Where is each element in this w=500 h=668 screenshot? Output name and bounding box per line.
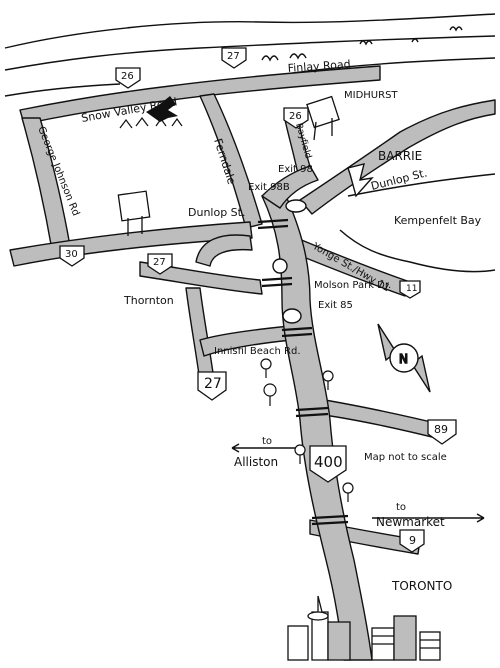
kempenfelt-bay-shore bbox=[339, 173, 496, 273]
label-alliston: Alliston bbox=[234, 455, 278, 469]
barrie-arrow-icon bbox=[347, 163, 374, 198]
svg-text:89: 89 bbox=[434, 423, 448, 436]
direction-arrows bbox=[231, 443, 485, 523]
svg-text:9: 9 bbox=[409, 534, 416, 547]
label-map-not-to-scale: Map not to scale bbox=[364, 452, 447, 463]
shield-hwy-26-right: 26 bbox=[283, 107, 309, 129]
toronto-skyline bbox=[287, 595, 441, 661]
label-newmarket: Newmarket bbox=[376, 515, 445, 529]
shield-hwy-27-mid: 27 bbox=[147, 253, 173, 275]
svg-text:27: 27 bbox=[204, 376, 222, 392]
label-barrie: BARRIE bbox=[378, 149, 422, 163]
highway-shields: 27 26 26 30 27 27 11 89 400 9 bbox=[59, 47, 457, 553]
label-finlay-road: Finlay Road bbox=[287, 58, 351, 75]
shield-hwy-89: 89 bbox=[427, 419, 457, 445]
label-dunlop-st-east: Dunlop St. bbox=[370, 166, 429, 193]
compass-icon: N bbox=[377, 323, 431, 393]
label-exit-98: Exit 98 bbox=[278, 164, 313, 175]
label-midhurst: MIDHURST bbox=[344, 90, 398, 101]
shield-hwy-11: 11 bbox=[399, 280, 421, 299]
svg-text:11: 11 bbox=[406, 284, 417, 294]
label-exit-98b: Exit 98B bbox=[248, 182, 290, 193]
shield-hwy-27-top: 27 bbox=[221, 47, 247, 69]
signboards bbox=[117, 95, 340, 236]
svg-text:30: 30 bbox=[65, 249, 78, 260]
label-innisfil-beach: Innisfil Beach Rd. bbox=[214, 346, 301, 357]
shield-hwy-27-low: 27 bbox=[197, 371, 227, 401]
svg-text:27: 27 bbox=[227, 51, 240, 62]
exit-loops bbox=[272, 199, 307, 324]
label-kempenfelt-bay: Kempenfelt Bay bbox=[394, 214, 482, 227]
arrow-left-icon bbox=[231, 443, 296, 453]
shield-hwy-26-left: 26 bbox=[115, 67, 141, 89]
ski-area-icon bbox=[119, 96, 183, 129]
shield-hwy-30: 30 bbox=[59, 245, 85, 267]
label-toronto: TORONTO bbox=[391, 579, 452, 593]
label-dunlop-st-west: Dunlop St. bbox=[188, 206, 245, 219]
svg-text:400: 400 bbox=[314, 453, 343, 471]
overpasses bbox=[257, 218, 349, 526]
svg-text:27: 27 bbox=[153, 257, 166, 268]
label-thornton: Thornton bbox=[123, 294, 174, 307]
shield-hwy-9: 9 bbox=[399, 529, 425, 553]
label-to-right: to bbox=[396, 502, 406, 513]
label-molson-park: Molson Park Dr. bbox=[314, 280, 391, 291]
shield-hwy-400: 400 bbox=[309, 445, 347, 483]
compass-north-label: N bbox=[399, 352, 408, 366]
svg-text:26: 26 bbox=[289, 111, 302, 122]
svg-text:26: 26 bbox=[121, 71, 134, 82]
label-kempenfelt-bay-text: Kempenfelt Bay bbox=[394, 214, 482, 227]
trees bbox=[260, 358, 354, 502]
arrow-right-icon bbox=[372, 513, 485, 523]
label-exit-85: Exit 85 bbox=[318, 300, 353, 311]
label-to-left: to bbox=[262, 436, 272, 447]
